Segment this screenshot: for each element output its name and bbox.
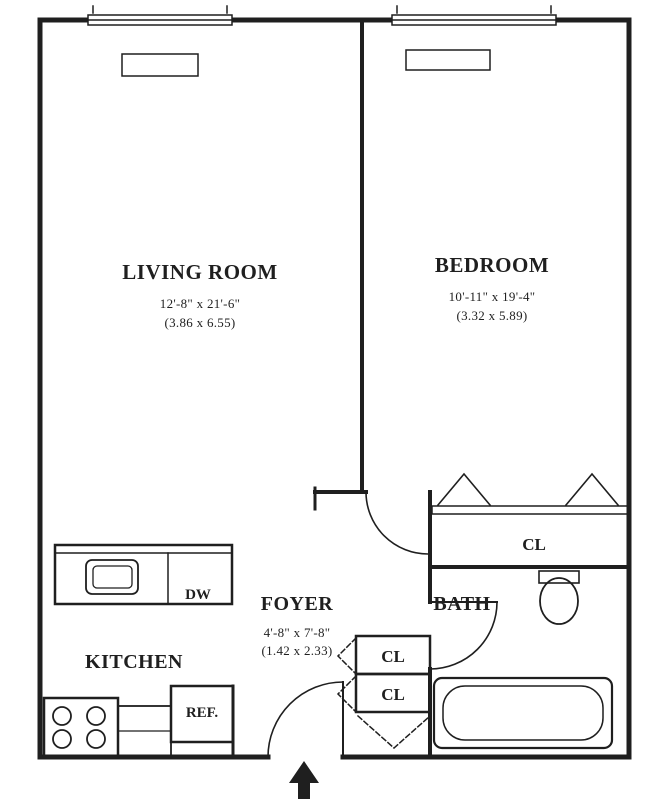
bedroom-closet bbox=[431, 472, 629, 515]
living-room-label: LIVING ROOM bbox=[122, 260, 277, 284]
bathtub-outer bbox=[432, 676, 614, 750]
bedroom-closet-label: CL bbox=[522, 535, 546, 554]
closet-door-chevron-right bbox=[564, 472, 620, 507]
stove-burner bbox=[86, 706, 106, 726]
window-bedroom bbox=[391, 5, 557, 26]
bedroom-door-swing bbox=[365, 491, 429, 555]
walls bbox=[37, 17, 632, 760]
hall-closet-upper-label: CL bbox=[381, 647, 405, 666]
kitchen-sink-outer bbox=[85, 559, 139, 595]
dishwasher-label: DW bbox=[185, 587, 211, 603]
living-room-dims-ft: 12'-8" x 21'-6" bbox=[160, 296, 240, 311]
bath-door-swing bbox=[429, 601, 498, 670]
closet-door-chevron-left bbox=[436, 472, 492, 507]
kitchen-sink-inner bbox=[92, 565, 133, 589]
toilet-bowl bbox=[539, 577, 579, 625]
hall-closet-lower-label: CL bbox=[381, 685, 405, 704]
kitchen-label: KITCHEN bbox=[85, 651, 183, 673]
window-living-room bbox=[87, 5, 233, 26]
toilet-tank bbox=[538, 570, 580, 584]
hall-closets bbox=[336, 634, 432, 750]
labels: LIVING ROOM 12'-8" x 21'-6" (3.86 x 6.55… bbox=[85, 253, 549, 721]
hall-closet-upper-door bbox=[336, 636, 358, 676]
stove-box bbox=[42, 696, 120, 759]
kitchen-fixtures bbox=[42, 543, 235, 759]
bath-fixtures bbox=[432, 570, 614, 750]
hall-closet-lower-door bbox=[336, 674, 358, 714]
foyer-dims-ft: 4'-8" x 7'-8" bbox=[264, 625, 331, 640]
doors bbox=[267, 491, 498, 758]
foyer-dims-m: (1.42 x 2.33) bbox=[261, 643, 332, 658]
stove-burner bbox=[86, 729, 106, 749]
kitchen-counter bbox=[53, 543, 234, 606]
bath-label: BATH bbox=[433, 593, 490, 615]
bedroom-label: BEDROOM bbox=[435, 253, 549, 277]
refrigerator-label: REF. bbox=[186, 705, 219, 721]
hall-door-dashed bbox=[356, 714, 432, 750]
windows bbox=[87, 5, 557, 77]
exterior-wall-right-bottom bbox=[340, 17, 632, 760]
closet-front-line bbox=[431, 505, 629, 515]
foyer-label: FOYER bbox=[261, 593, 334, 615]
entry-door-swing bbox=[267, 681, 344, 758]
entry-arrow-icon bbox=[289, 761, 319, 799]
bedroom-dims-ft: 10'-11" x 19'-4" bbox=[449, 289, 536, 304]
exterior-wall-left-bottom bbox=[37, 17, 271, 760]
stove-burner bbox=[52, 706, 72, 726]
radiator-bedroom bbox=[405, 49, 491, 71]
bathtub-inner bbox=[442, 685, 604, 741]
radiator-living-room bbox=[121, 53, 199, 77]
stove-burner bbox=[52, 729, 72, 749]
living-room-dims-m: (3.86 x 6.55) bbox=[164, 315, 235, 330]
bedroom-dims-m: (3.32 x 5.89) bbox=[456, 308, 527, 323]
hall-closet-lower-box bbox=[354, 672, 432, 714]
